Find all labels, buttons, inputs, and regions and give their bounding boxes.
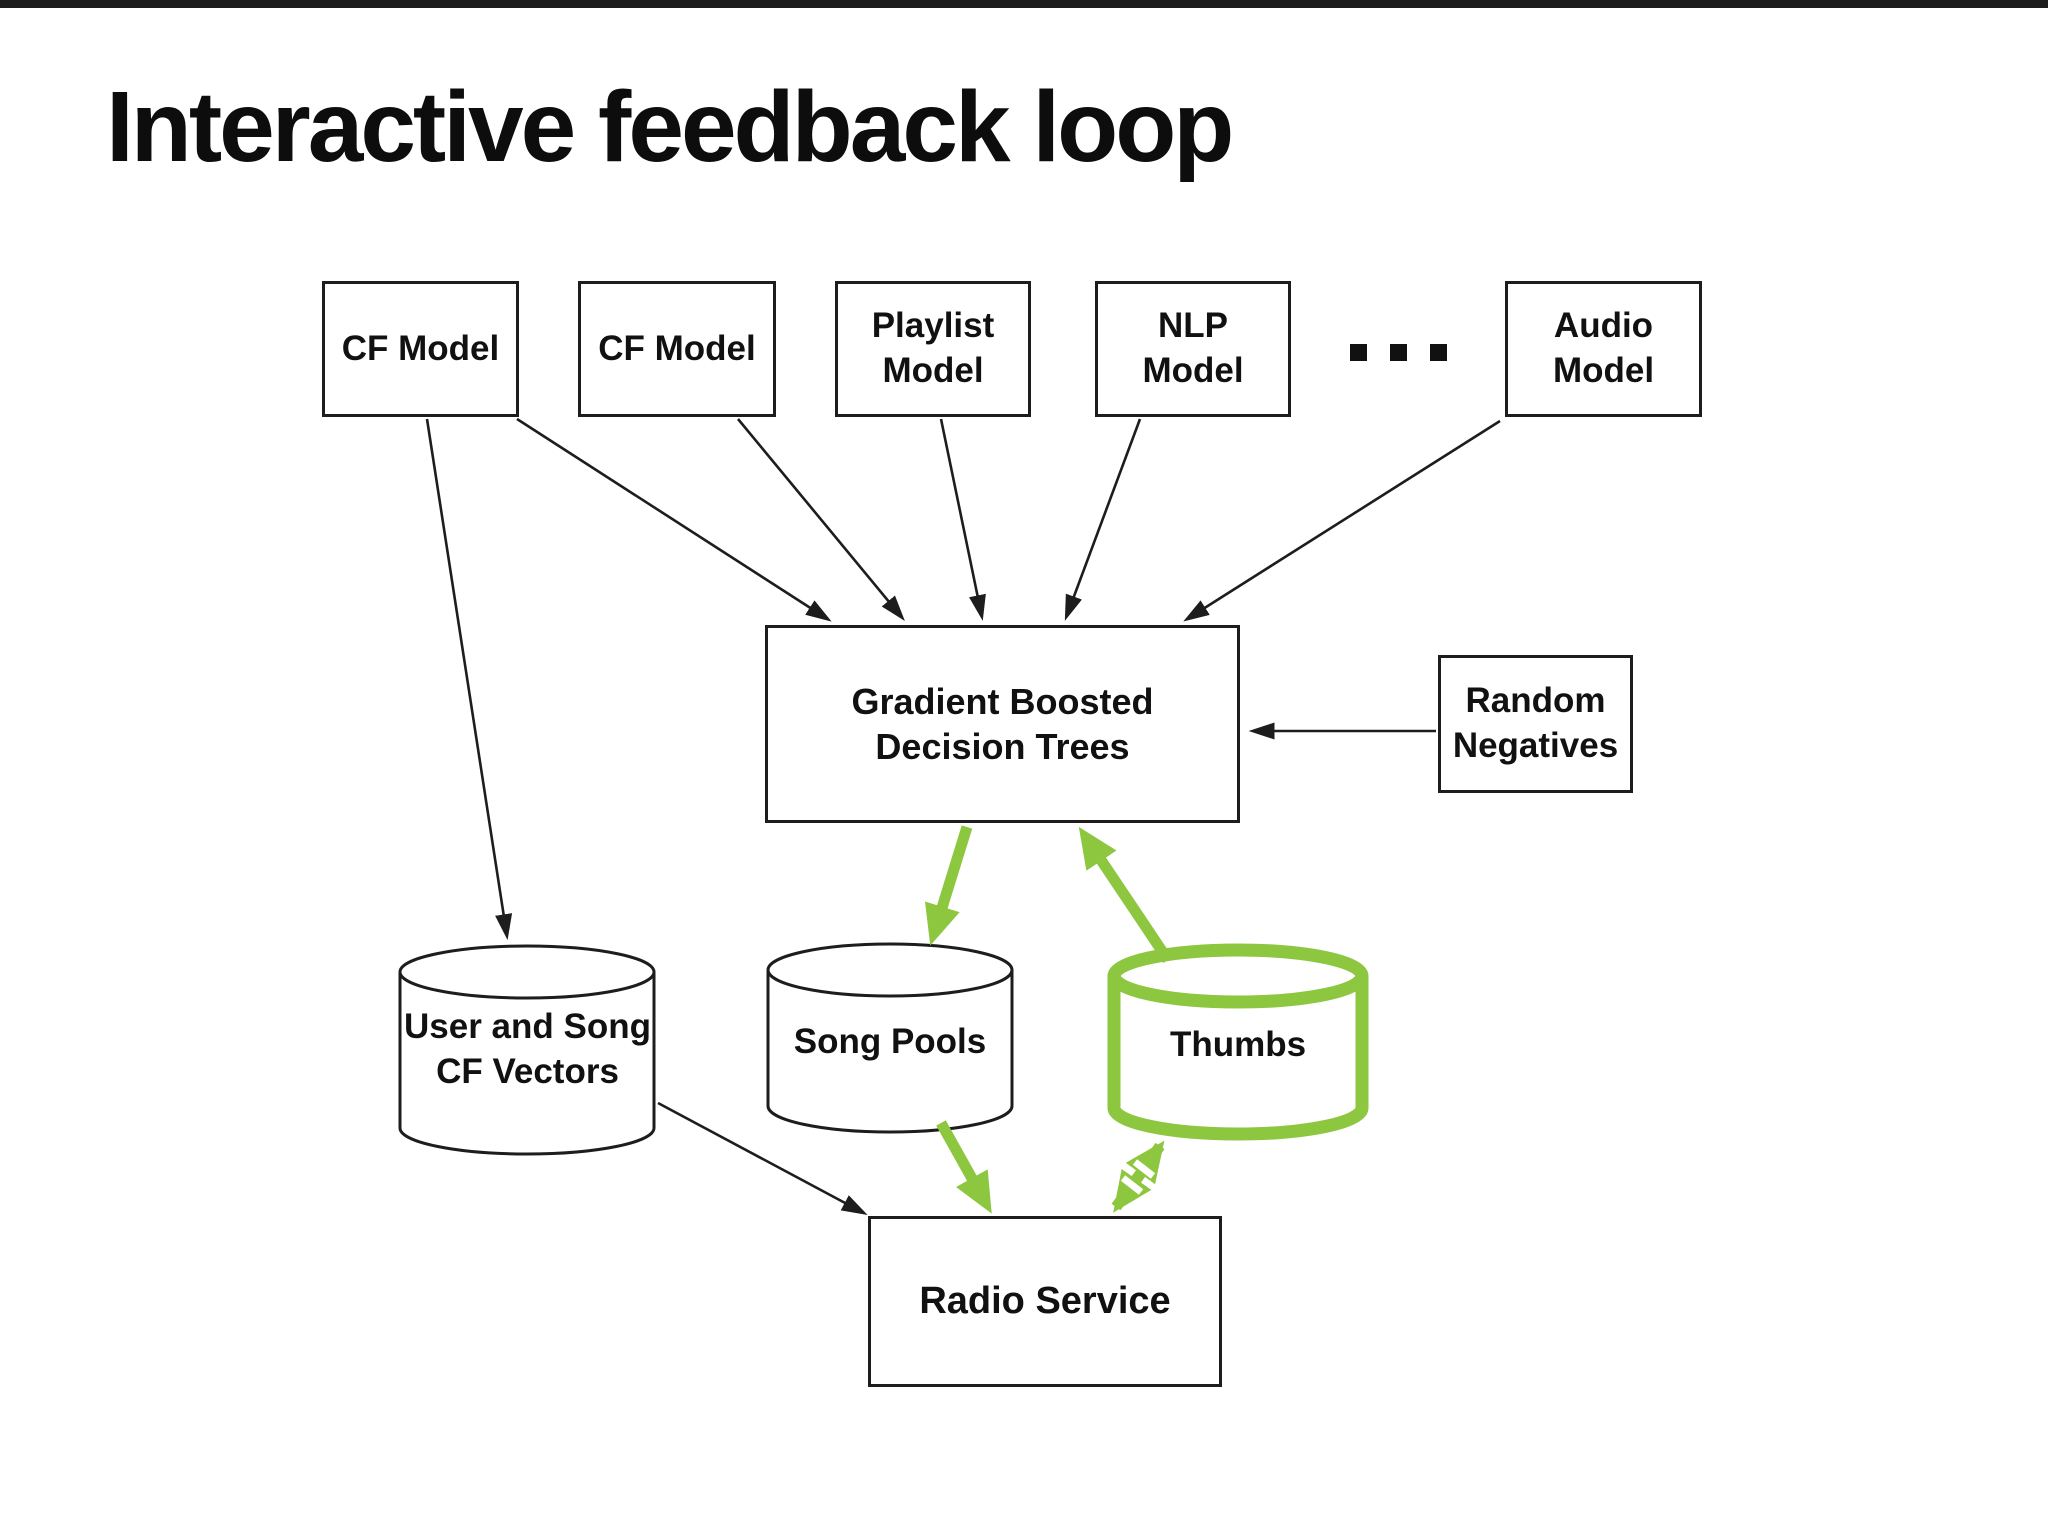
arrow-notches — [1120, 1159, 1156, 1195]
node-random-negatives: Random Negatives — [1438, 655, 1633, 793]
cf-vectors-cylinder — [398, 944, 656, 1156]
node-cf-model-2: CF Model — [578, 281, 776, 417]
node-gbdt-label: Gradient Boosted Decision Trees — [851, 681, 1154, 767]
node-cf-model-1-label: CF Model — [341, 328, 500, 368]
node-thumbs-label: Thumbs — [1169, 1025, 1307, 1065]
node-nlp-model: NLP Model — [1095, 281, 1291, 417]
thumbs-cylinder — [1107, 943, 1369, 1141]
ellipsis-dot — [1350, 344, 1367, 361]
node-nlp-model-label: NLP Model — [1142, 306, 1244, 390]
node-radio-service: Radio Service — [868, 1216, 1222, 1387]
top-bar — [0, 0, 2048, 8]
node-random-negatives-label: Random Negatives — [1452, 681, 1619, 765]
node-gbdt: Gradient Boosted Decision Trees — [765, 625, 1240, 823]
node-cf-vectors-label: User and Song CF Vectors — [404, 1007, 651, 1091]
green-arrows — [924, 825, 1173, 1214]
node-cf-model-1: CF Model — [322, 281, 519, 417]
ellipsis-dots — [1350, 344, 1447, 361]
node-audio-model-label: Audio Model — [1552, 306, 1655, 390]
node-audio-model: Audio Model — [1505, 281, 1702, 417]
black-arrows — [425, 417, 1501, 1216]
node-song-pools-label: Song Pools — [793, 1022, 987, 1062]
node-playlist-model-label: Playlist Model — [871, 306, 995, 390]
node-radio-service-label: Radio Service — [919, 1279, 1171, 1322]
ellipsis-dot — [1430, 344, 1447, 361]
node-playlist-model: Playlist Model — [835, 281, 1031, 417]
ellipsis-dot — [1390, 344, 1407, 361]
song-pools-cylinder — [766, 942, 1014, 1134]
page-title: Interactive feedback loop — [106, 71, 1234, 183]
node-cf-model-2-label: CF Model — [598, 328, 756, 368]
